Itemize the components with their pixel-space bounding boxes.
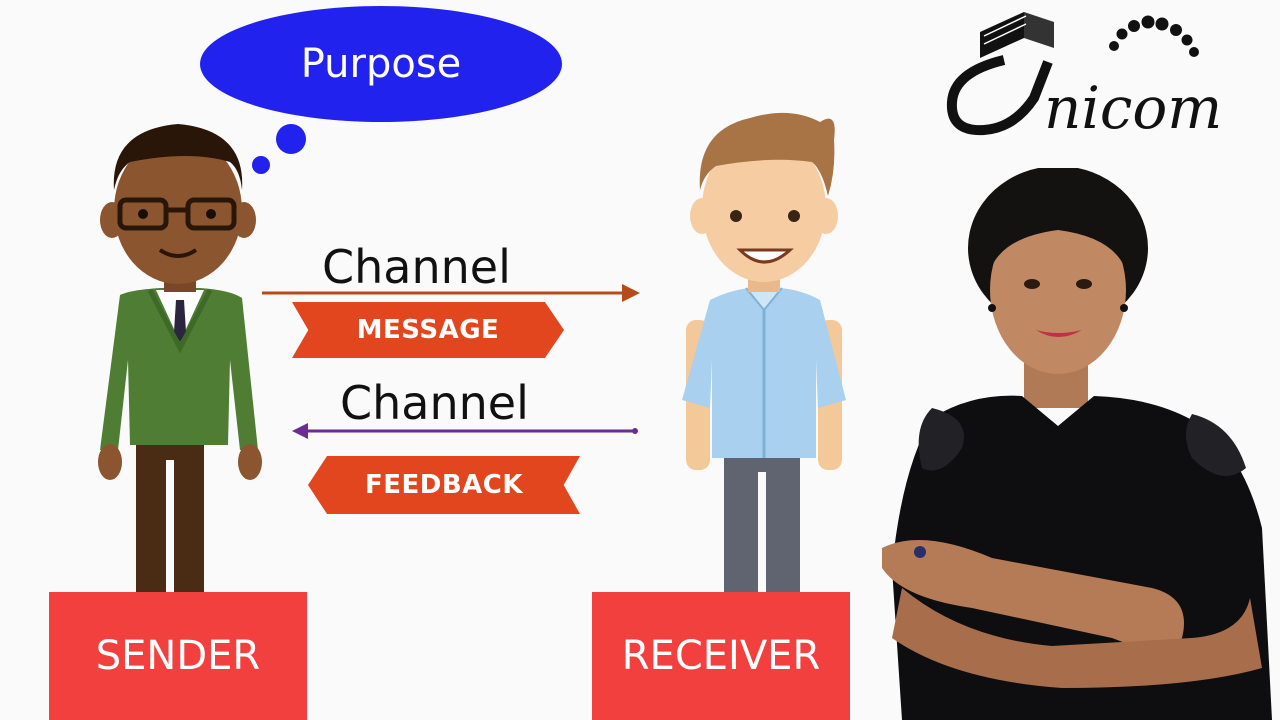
- channel-label-top: Channel: [322, 240, 511, 294]
- sender-person-icon: [98, 124, 262, 595]
- sender-label: SENDER: [95, 633, 261, 679]
- message-label: MESSAGE: [356, 315, 500, 345]
- logo-text: nicom: [1044, 74, 1222, 142]
- unicom-logo-icon: nicom: [946, 12, 1222, 142]
- thought-dot-large: [276, 124, 306, 154]
- receiver-label: RECEIVER: [621, 633, 821, 679]
- feedback-arrow: [292, 423, 638, 439]
- channel-label-bottom: Channel: [340, 376, 529, 430]
- message-arrow: [262, 284, 640, 302]
- thought-bubble: Purpose: [200, 6, 562, 122]
- receiver-box: RECEIVER: [592, 592, 850, 720]
- feedback-label: FEEDBACK: [364, 470, 524, 500]
- message-ribbon: MESSAGE: [292, 302, 564, 358]
- receiver-person-icon: [682, 112, 846, 592]
- thought-dot-small: [252, 156, 270, 174]
- sender-box: SENDER: [49, 592, 307, 720]
- presenter-photo: [882, 168, 1272, 720]
- feedback-ribbon: FEEDBACK: [308, 456, 580, 514]
- purpose-label: Purpose: [300, 41, 462, 87]
